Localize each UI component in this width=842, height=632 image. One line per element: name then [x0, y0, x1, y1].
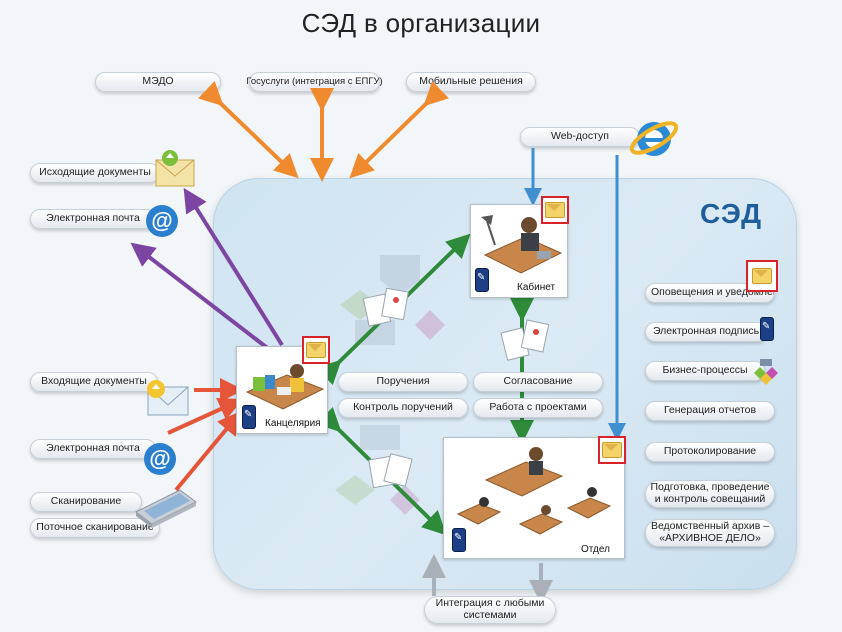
- scanning-label: Сканирование: [50, 495, 122, 508]
- kontrol-label: Контроль поручений: [353, 401, 453, 414]
- archive-label-2: «АРХИВНОЕ ДЕЛО»: [659, 532, 761, 544]
- medo-label: МЭДО: [142, 75, 174, 88]
- meetings-pill[interactable]: Подготовка, проведение и контроль совеща…: [645, 480, 775, 508]
- arrow-outgoing-docs: [183, 187, 284, 347]
- envelope-notification-icon-otdel: [598, 436, 626, 464]
- kantselyariya-label: Канцелярия: [265, 418, 321, 429]
- arrow-email-out: [130, 242, 272, 352]
- svg-text:@: @: [149, 446, 170, 471]
- scanner-icon: [130, 484, 200, 535]
- gosuslugi-label: Госуслуги (интеграция с ЕПГУ): [246, 75, 383, 87]
- mobile-phone-icon-otdel: [452, 528, 466, 552]
- at-sign-in-icon: @: [142, 441, 178, 482]
- incoming-docs-label: Входящие документы: [41, 375, 147, 388]
- office-desk-illustration: [245, 364, 325, 410]
- integration-label-1: Интеграция с любыми: [435, 597, 545, 610]
- web-access-label: Web-доступ: [551, 130, 609, 143]
- mobile-phone-icon-signature: [760, 317, 774, 341]
- at-sign-out-icon: @: [144, 203, 180, 244]
- kontrol-pill[interactable]: Контроль поручений: [338, 398, 468, 418]
- otdel-panel[interactable]: [443, 437, 625, 559]
- archive-pill[interactable]: Ведомственный архив – «АРХИВНОЕ ДЕЛО»: [645, 519, 775, 547]
- reports-pill[interactable]: Генерация отчетов: [645, 401, 775, 421]
- department-illustration: [456, 447, 612, 535]
- email-in-label: Электронная почта: [46, 442, 140, 455]
- email-out-label: Электронная почта: [46, 212, 140, 225]
- protocol-label: Протоколирование: [663, 445, 757, 458]
- notifications-label: Оповещения и уведомления: [651, 286, 774, 299]
- sed-label: СЭД: [700, 198, 763, 229]
- web-access-pill[interactable]: Web-доступ: [520, 127, 640, 147]
- envelope-out-icon: [152, 148, 202, 197]
- arrow-mobile: [349, 81, 449, 179]
- signature-label: Электронная подпись: [652, 325, 760, 338]
- porucheniya-label: Поручения: [376, 375, 430, 388]
- envelope-in-icon: [140, 375, 192, 426]
- envelope-notification-icon-kabinet: [541, 196, 569, 224]
- business-process-icon: [752, 357, 780, 390]
- mobile-phone-icon-kabinet: [475, 268, 489, 292]
- outgoing-docs-pill[interactable]: Исходящие документы: [30, 163, 160, 183]
- proekty-pill[interactable]: Работа с проектами: [473, 398, 603, 418]
- integration-label-2: системами: [463, 609, 517, 621]
- svg-text:@: @: [151, 208, 172, 233]
- signature-pill[interactable]: Электронная подпись: [645, 322, 767, 342]
- kantselyariya-panel[interactable]: [236, 346, 328, 434]
- mobile-phone-icon-kants: [242, 405, 256, 429]
- document-flow-icon-3: [365, 450, 421, 501]
- business-label: Бизнес-процессы: [662, 364, 748, 377]
- soglasovanie-label: Согласование: [503, 375, 573, 388]
- meetings-label-2: и контроль совещаний: [654, 493, 766, 505]
- page-title: СЭД в организации: [301, 8, 541, 38]
- document-flow-icon: [360, 286, 420, 339]
- protocol-pill[interactable]: Протоколирование: [645, 442, 775, 462]
- scanning-pill[interactable]: Сканирование: [30, 492, 142, 512]
- stream-scanning-pill[interactable]: Поточное сканирование: [30, 518, 160, 538]
- notifications-pill[interactable]: Оповещения и уведомления: [645, 283, 775, 303]
- cabinet-desk-illustration: [481, 215, 563, 274]
- archive-label-1: Ведомственный архив –: [650, 520, 770, 533]
- proekty-label: Работа с проектами: [489, 401, 587, 414]
- mobile-label: Мобильные решения: [419, 75, 523, 88]
- arrow-email-in: [167, 398, 243, 435]
- arrow-medo: [198, 81, 299, 179]
- reports-label: Генерация отчетов: [663, 404, 757, 417]
- soglasovanie-pill[interactable]: Согласование: [473, 372, 603, 392]
- business-pill[interactable]: Бизнес-процессы: [645, 361, 765, 381]
- document-flow-icon-2: [500, 316, 556, 371]
- integration-pill[interactable]: Интеграция с любыми системами: [424, 596, 556, 624]
- envelope-notification-icon-kants: [302, 336, 330, 364]
- envelope-notification-icon-right: [746, 260, 778, 292]
- meetings-label-1: Подготовка, проведение: [650, 481, 770, 494]
- otdel-label: Отдел: [581, 544, 610, 555]
- arrow-scanning: [174, 410, 242, 492]
- ie-logo-icon: [628, 112, 680, 164]
- stream-scanning-label: Поточное сканирование: [36, 521, 154, 534]
- outgoing-docs-label: Исходящие документы: [39, 166, 151, 179]
- porucheniya-pill[interactable]: Поручения: [338, 372, 468, 392]
- kabinet-label: Кабинет: [517, 282, 556, 293]
